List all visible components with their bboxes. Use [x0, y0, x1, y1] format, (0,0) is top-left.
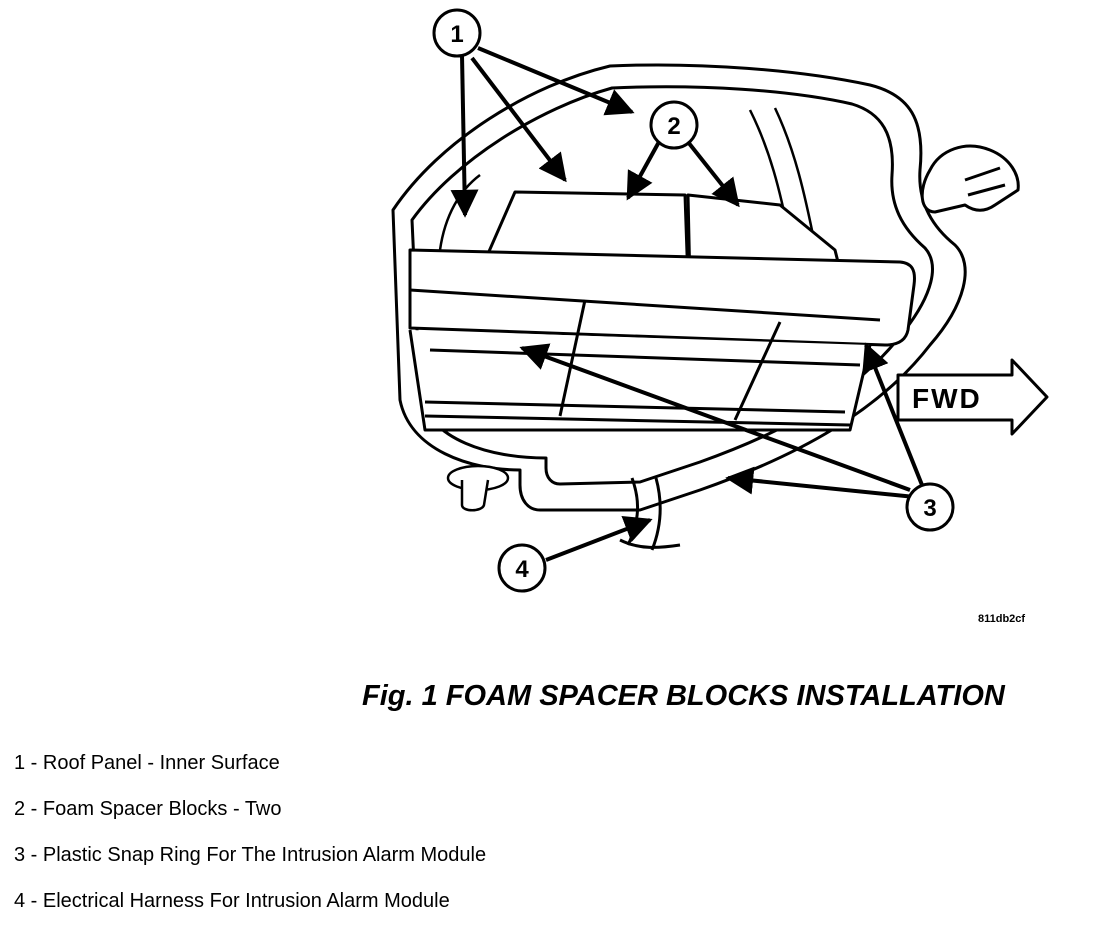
electrical-harness	[619, 477, 681, 551]
fwd-label: FWD	[912, 383, 982, 414]
legend-item: 2 - Foam Spacer Blocks - Two	[14, 798, 282, 820]
callout-4-label: 4	[515, 556, 529, 583]
figure-code: 811db2cf	[978, 613, 1025, 625]
forward-direction-arrow: FWD	[896, 358, 1049, 436]
legend-item: 4 - Electrical Harness For Intrusion Ala…	[14, 890, 450, 912]
callout-2-label: 2	[667, 113, 680, 140]
callout-3-label: 3	[923, 495, 936, 522]
legend-item: 3 - Plastic Snap Ring For The Intrusion …	[14, 844, 487, 866]
roof-panel	[391, 63, 967, 512]
installation-diagram: FWD 1 2 3 4 811db2cf	[391, 8, 1049, 625]
plastic-knob	[920, 144, 1020, 214]
legend: 1 - Roof Panel - Inner Surface 2 - Foam …	[14, 748, 486, 932]
callout-2: 2	[649, 100, 699, 150]
leader-lines	[450, 46, 924, 562]
callout-4: 4	[497, 543, 547, 593]
callout-3: 3	[905, 482, 955, 532]
callout-1-label: 1	[450, 21, 463, 48]
legend-item: 1 - Roof Panel - Inner Surface	[14, 752, 280, 774]
callout-1: 1	[432, 8, 482, 58]
figure-caption: Fig. 1 FOAM SPACER BLOCKS INSTALLATION	[362, 680, 1005, 712]
alarm-module-tray	[408, 248, 916, 432]
clip-fastener	[446, 464, 510, 512]
